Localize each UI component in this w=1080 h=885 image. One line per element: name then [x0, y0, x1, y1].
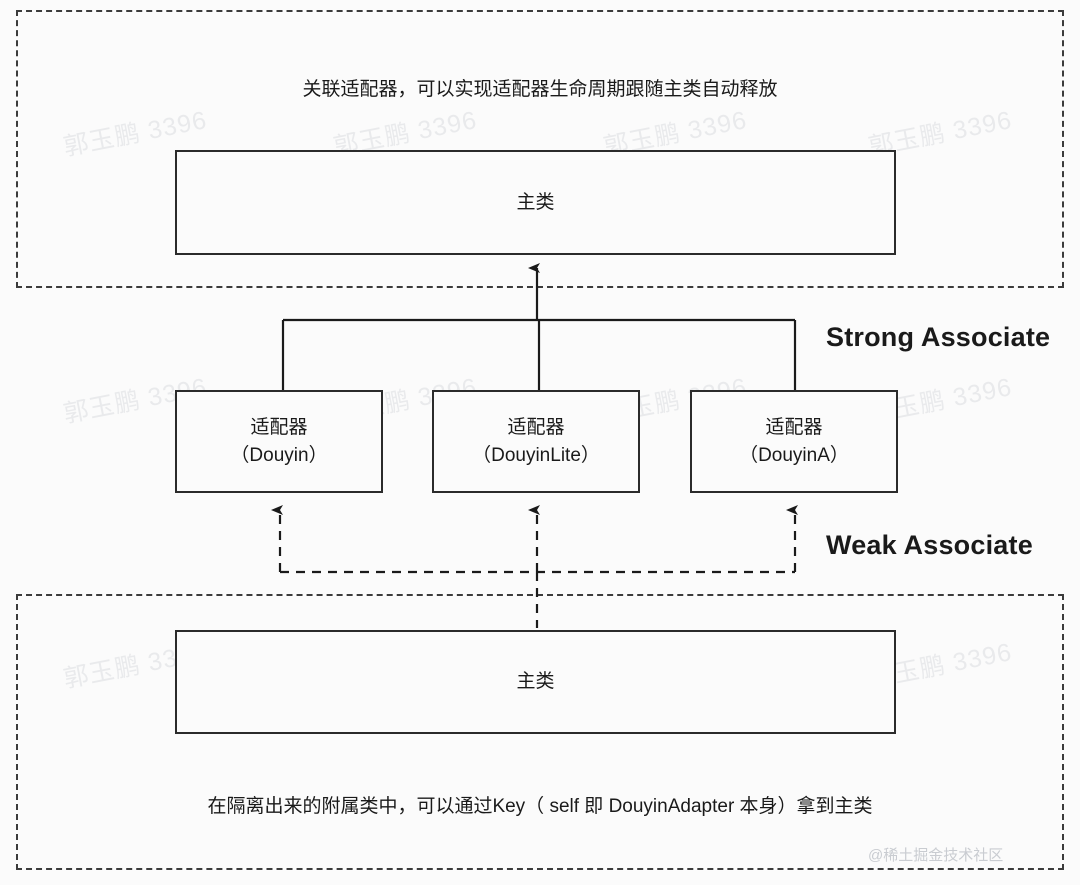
attribution-watermark: @稀土掘金技术社区	[868, 847, 1004, 864]
node-main-class-bottom-label: 主类	[516, 671, 555, 693]
group-container-weak	[16, 594, 1064, 870]
node-adapter-douyina[interactable]: 适配器 （DouyinA）	[690, 390, 898, 493]
caption-top-description: 关联适配器，可以实现适配器生命周期跟随主类自动释放	[302, 79, 778, 100]
node-adapter-douyinlite[interactable]: 适配器 （DouyinLite）	[432, 390, 640, 493]
node-main-class-bottom[interactable]: 主类	[175, 630, 896, 734]
group-container-strong	[16, 10, 1064, 288]
node-adapter-douyinlite-label: 适配器 （DouyinLite）	[472, 416, 600, 466]
node-adapter-douyina-label: 适配器 （DouyinA）	[739, 416, 849, 466]
caption-bottom-description: 在隔离出来的附属类中，可以通过Key（ self 即 DouyinAdapter…	[207, 796, 873, 817]
node-main-class-top[interactable]: 主类	[175, 150, 896, 255]
node-adapter-douyin-label: 适配器 （Douyin）	[230, 416, 328, 466]
node-adapter-douyin[interactable]: 适配器 （Douyin）	[175, 390, 383, 493]
label-strong-associate: Strong Associate	[826, 322, 1051, 352]
node-main-class-top-label: 主类	[516, 191, 555, 213]
label-weak-associate: Weak Associate	[826, 530, 1033, 560]
